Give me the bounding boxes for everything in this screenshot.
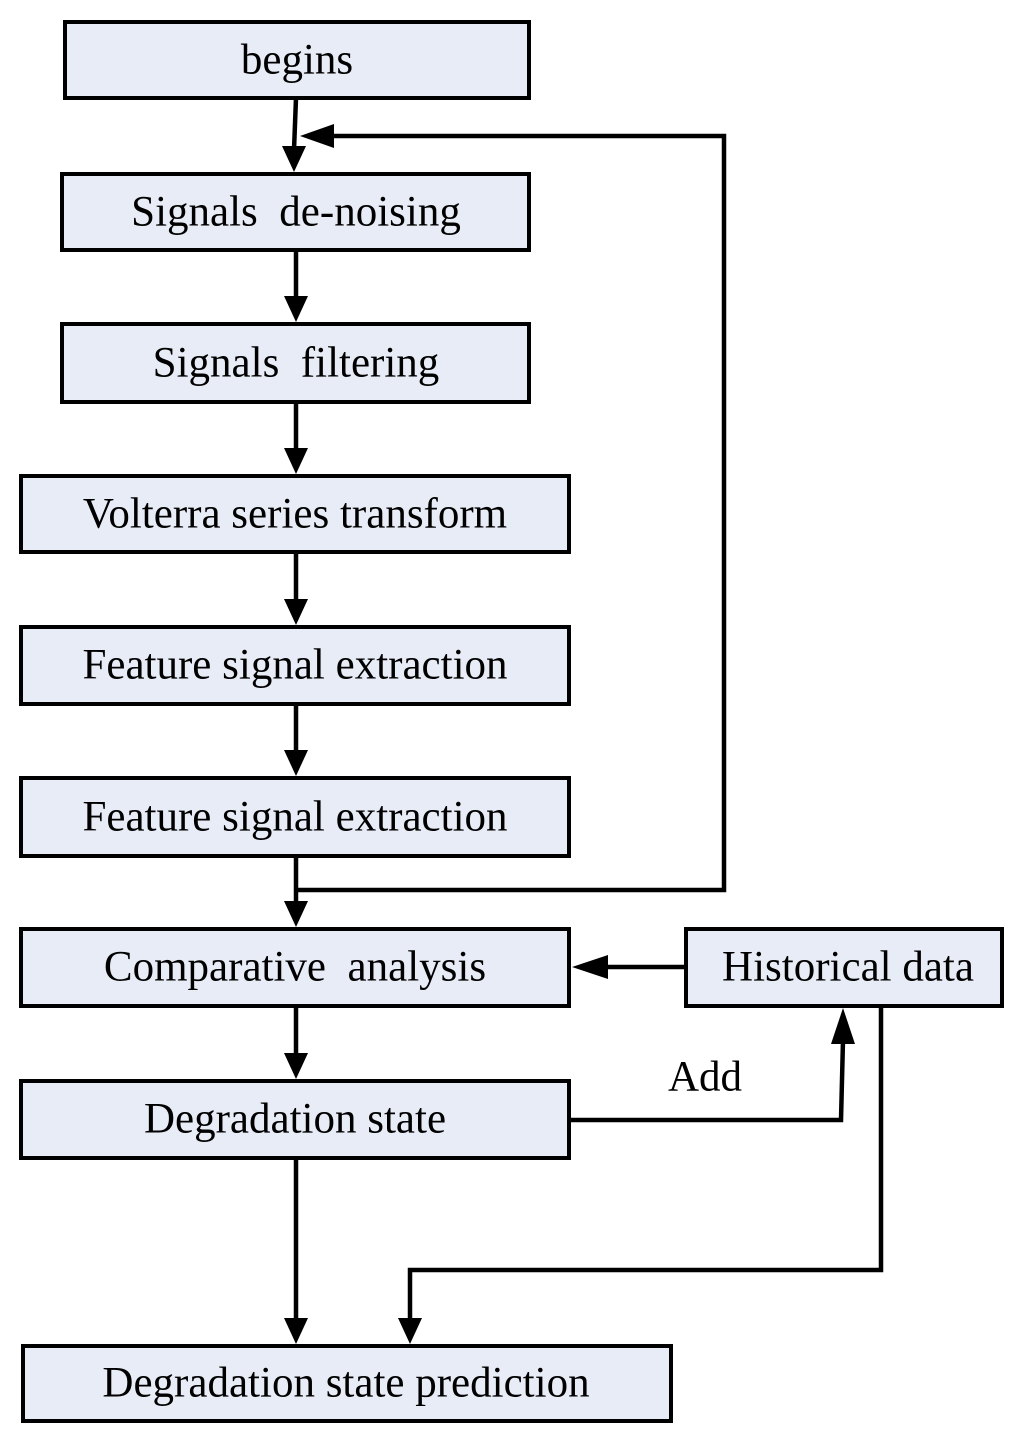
arrowhead-degradation bbox=[284, 1053, 308, 1079]
arrowhead-filtering bbox=[284, 296, 308, 322]
edge-begins-to-denoising bbox=[291, 97, 299, 151]
node-degradation-state: Degradation state bbox=[19, 1079, 571, 1160]
node-comparative-analysis: Comparative analysis bbox=[19, 927, 571, 1008]
edge-historical-to-prediction bbox=[407, 1008, 884, 1322]
node-signals-denoising-label: Signals de-noising bbox=[131, 189, 461, 236]
node-signals-denoising: Signals de-noising bbox=[60, 172, 531, 252]
arrowhead-comparative bbox=[284, 901, 308, 927]
node-feature-extraction-2: Feature signal extraction bbox=[19, 776, 571, 858]
arrowhead-prediction-right bbox=[398, 1318, 422, 1344]
arrowhead-denoising bbox=[282, 146, 306, 172]
node-begins-label: begins bbox=[241, 37, 353, 84]
node-feature-extraction-2-label: Feature signal extraction bbox=[82, 794, 507, 841]
arrowhead-prediction-left bbox=[284, 1318, 308, 1344]
edge-feature2-feedback-loop bbox=[296, 133, 727, 893]
node-begins: begins bbox=[63, 20, 531, 100]
node-historical-data-label: Historical data bbox=[722, 944, 974, 991]
arrowhead-feature2 bbox=[284, 750, 308, 776]
node-degradation-prediction-label: Degradation state prediction bbox=[102, 1360, 589, 1407]
node-degradation-prediction: Degradation state prediction bbox=[21, 1344, 673, 1423]
node-feature-extraction-1: Feature signal extraction bbox=[19, 625, 571, 706]
edge-degradation-add-to-historical bbox=[570, 1039, 846, 1123]
node-comparative-analysis-label: Comparative analysis bbox=[104, 944, 486, 991]
node-historical-data: Historical data bbox=[684, 927, 1004, 1008]
edge-label-add: Add bbox=[668, 1054, 742, 1101]
node-signals-filtering: Signals filtering bbox=[60, 322, 531, 404]
arrowhead-volterra bbox=[284, 448, 308, 474]
arrowhead-feedback bbox=[300, 124, 334, 148]
arrowhead-comparative-left bbox=[572, 955, 608, 979]
node-degradation-state-label: Degradation state bbox=[144, 1096, 446, 1143]
node-feature-extraction-1-label: Feature signal extraction bbox=[82, 642, 507, 689]
arrowhead-historical-up bbox=[831, 1008, 855, 1044]
node-volterra-transform-label: Volterra series transform bbox=[83, 491, 507, 538]
node-volterra-transform: Volterra series transform bbox=[19, 474, 571, 554]
node-signals-filtering-label: Signals filtering bbox=[153, 340, 440, 387]
arrowhead-feature1 bbox=[284, 599, 308, 625]
